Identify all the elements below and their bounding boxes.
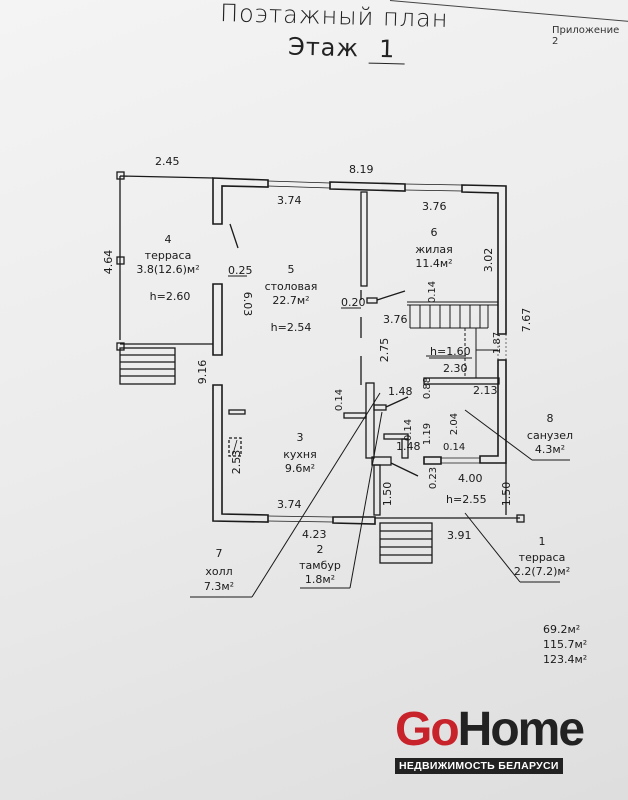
svg-text:4.3м²: 4.3м² [535, 443, 565, 456]
svg-text:h=2.54: h=2.54 [271, 321, 312, 334]
dim-vestibule-150-right: 1.50 [500, 482, 513, 507]
dim-wall-025: 0.25 [228, 264, 253, 277]
svg-text:холл: холл [205, 565, 232, 578]
dim-terrace-left: 4.64 [102, 250, 115, 275]
room-6-label: 6 жилая 11.4м² [415, 226, 452, 270]
logo-wordmark: GoHome [395, 703, 585, 756]
total-1: 69.2м² [543, 623, 580, 636]
dim-overall-width: 8.19 [349, 163, 374, 176]
dim-hall-088: 0.88 [422, 377, 433, 399]
svg-text:7: 7 [216, 547, 223, 560]
dimension-labels: 2.45 8.19 4.64 3.74 3.76 3.02 7.67 0.25 … [102, 155, 533, 542]
terrace-post-top [116, 171, 125, 180]
interior-stairs [407, 301, 498, 378]
room-7-label: 7 холл 7.3м² [204, 547, 234, 593]
dim-partition-014: 0.14 [427, 281, 438, 303]
room-3-label: 3 кухня 9.6м² [283, 431, 316, 475]
svg-text:терраса: терраса [145, 249, 192, 262]
gohome-logo: GoHome НЕДВИЖИМОСТЬ БЕЛАРУСИ [395, 706, 595, 774]
room-labels: 4 терраса 3.8(12.6)м² h=2.60 5 столовая … [136, 226, 573, 593]
dim-bath-bottom: 4.00 [458, 472, 483, 485]
svg-text:3: 3 [297, 431, 304, 444]
dim-hall-148-top: 1.48 [388, 385, 413, 398]
dim-bath-014: 0.14 [443, 442, 465, 453]
svg-text:6: 6 [431, 226, 438, 239]
dim-bottom-423: 4.23 [302, 528, 327, 541]
svg-text:2.2(7.2)м²: 2.2(7.2)м² [514, 565, 570, 578]
appendix-label: Приложение 2 [552, 25, 620, 47]
room-8-label: 8 санузел 4.3м² [527, 412, 573, 456]
dim-bath-top-230: 2.30 [443, 362, 468, 375]
dim-stair-width: 3.76 [383, 313, 408, 326]
total-3: 123.4м² [543, 653, 587, 666]
svg-text:h=2.60: h=2.60 [150, 290, 191, 303]
total-2: 115.7м² [543, 638, 587, 651]
svg-text:2: 2 [317, 543, 324, 556]
svg-text:3.8(12.6)м²: 3.8(12.6)м² [136, 263, 199, 276]
svg-text:8: 8 [547, 412, 554, 425]
dim-hall-014-b: 0.14 [403, 419, 414, 441]
svg-text:1: 1 [539, 535, 546, 548]
leader-lines [190, 275, 570, 598]
svg-text:жилая: жилая [415, 243, 452, 256]
interior-partitions [228, 191, 500, 516]
room-4-label: 4 терраса 3.8(12.6)м² h=2.60 [136, 233, 199, 303]
outer-walls [212, 177, 507, 525]
dim-hall-119: 1.19 [422, 423, 433, 445]
dim-terrace-top: 2.45 [155, 155, 180, 168]
svg-text:4: 4 [165, 233, 172, 246]
dim-living-top: 3.76 [422, 200, 447, 213]
dim-stair-landing-h: h=1.60 [430, 345, 471, 358]
dim-living-right: 3.02 [482, 248, 495, 273]
svg-text:кухня: кухня [283, 448, 316, 461]
dim-vestibule-023: 0.23 [428, 467, 439, 489]
svg-text:1.8м²: 1.8м² [305, 573, 335, 586]
dim-overall-left: 9.16 [196, 360, 209, 385]
dim-overall-height: 7.67 [520, 308, 533, 333]
dim-stair-height: 1.87 [492, 332, 503, 354]
dim-dining-corridor: 2.75 [378, 338, 391, 363]
dim-kitchen-left: 2.53 [230, 450, 243, 475]
front-terrace-outline [375, 463, 525, 564]
dim-front-terrace: 3.91 [447, 529, 472, 542]
dim-dining-height: 6.03 [241, 292, 254, 317]
svg-text:санузел: санузел [527, 429, 573, 442]
dim-vestibule-h: h=2.55 [446, 493, 487, 506]
svg-text:9.6м²: 9.6м² [285, 462, 315, 475]
terrace-left-stairs [119, 347, 176, 385]
dim-hall-148-bottom: 1.48 [396, 440, 421, 453]
svg-text:5: 5 [288, 263, 295, 276]
area-totals: 69.2м² 115.7м² 123.4м² [543, 623, 587, 666]
room-1-label: 1 терраса 2.2(7.2)м² [514, 535, 570, 578]
terrace-left-outline [119, 175, 214, 345]
svg-text:столовая: столовая [265, 280, 318, 293]
logo-subtitle: НЕДВИЖИМОСТЬ БЕЛАРУСИ [395, 758, 563, 774]
svg-text:терраса: терраса [519, 551, 566, 564]
dim-bath-204: 2.04 [449, 413, 460, 435]
room-5-label: 5 столовая 22.7м² h=2.54 [265, 263, 318, 334]
svg-text:22.7м²: 22.7м² [272, 294, 309, 307]
terrace-post-mid [116, 256, 125, 265]
room-2-label: 2 тамбур 1.8м² [299, 543, 341, 586]
dim-hall-014: 0.14 [334, 389, 345, 411]
dim-bath-top-213: 2.13 [473, 384, 498, 397]
dim-partition-020: 0.20 [341, 296, 366, 309]
dim-kitchen-bottom: 3.74 [277, 498, 302, 511]
svg-text:11.4м²: 11.4м² [415, 257, 452, 270]
dim-vestibule-150-left: 1.50 [381, 482, 394, 507]
svg-text:тамбур: тамбур [299, 559, 341, 572]
dim-dining-top: 3.74 [277, 194, 302, 207]
svg-text:7.3м²: 7.3м² [204, 580, 234, 593]
